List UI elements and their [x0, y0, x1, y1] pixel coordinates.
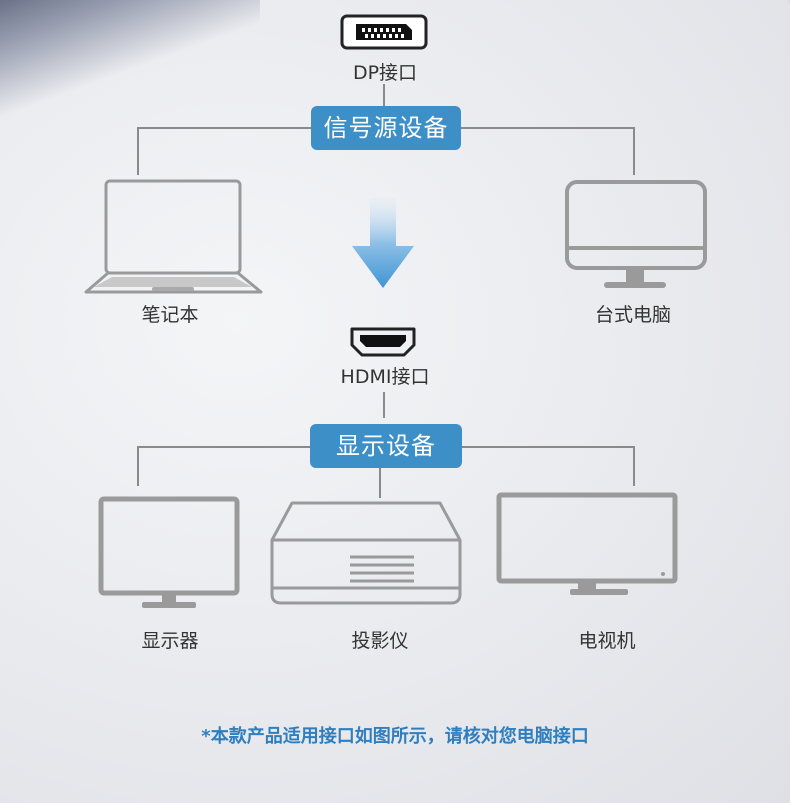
connector-line	[383, 84, 385, 108]
connector-line	[137, 127, 139, 175]
connector-line	[137, 446, 139, 486]
background-corner	[0, 0, 260, 120]
connector-line	[137, 446, 310, 448]
laptop-icon	[84, 179, 263, 294]
connector-line	[633, 127, 635, 175]
background-cable	[770, 0, 790, 157]
connector-line	[633, 446, 635, 486]
hdmi-port-label: HDMI接口	[340, 366, 430, 388]
down-arrow-icon	[352, 198, 414, 288]
footer-note: *本款产品适用接口如图所示，请核对您电脑接口	[201, 726, 589, 747]
connector-line	[137, 127, 311, 129]
laptop-label: 笔记本	[141, 304, 199, 326]
monitor-icon	[98, 496, 240, 608]
tv-label: 电视机	[578, 630, 636, 652]
hdmi-icon	[350, 327, 416, 357]
monitor-label: 显示器	[141, 630, 199, 652]
dp-port-label: DP接口	[352, 62, 418, 84]
connector-line	[379, 468, 381, 498]
desktop-label: 台式电脑	[594, 304, 671, 326]
desktop-icon	[565, 180, 707, 288]
tv-icon	[496, 492, 678, 595]
projector-label: 投影仪	[351, 630, 409, 652]
connector-line	[462, 446, 635, 448]
connector-line	[461, 127, 635, 129]
projector-icon	[270, 501, 462, 605]
display-group-label: 显示设备	[310, 424, 462, 468]
connector-line	[383, 392, 385, 418]
displayport-icon	[340, 14, 428, 50]
source-group-label: 信号源设备	[311, 106, 461, 150]
